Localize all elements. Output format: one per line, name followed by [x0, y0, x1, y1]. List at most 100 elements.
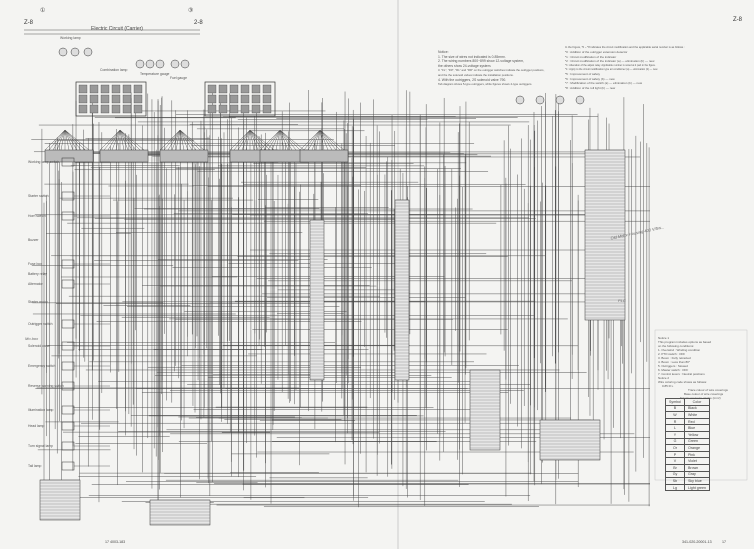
- wire-code-example: 0.85 R L: [662, 384, 674, 388]
- component-label: Combination lamp: [100, 68, 128, 72]
- harness-wire: [64, 129, 70, 151]
- harness-wire: [299, 129, 321, 151]
- notice-line: and the the solenoid valves indicate the…: [438, 72, 514, 77]
- indicator-lamp: [218, 84, 228, 94]
- harness-wire: [267, 129, 281, 151]
- color-symbol: Lg: [665, 483, 685, 492]
- harness-wire: [315, 129, 321, 151]
- harness-wire: [311, 129, 321, 151]
- harness-wire: [279, 129, 285, 151]
- harness-wire: [167, 129, 181, 151]
- harness-wire: [179, 129, 193, 151]
- indicator-lamp: [207, 94, 217, 104]
- indicator-lamp: [78, 104, 88, 114]
- component-label: Turn signal lamp: [28, 444, 53, 448]
- color-symbol: Or: [665, 444, 685, 452]
- indicator-lamp: [122, 94, 132, 104]
- switch-symbol: [61, 405, 75, 415]
- indicator-lamp: [229, 94, 239, 104]
- terminal-block: [149, 499, 211, 526]
- color-name: Sky blue: [683, 477, 710, 485]
- notice-line: 4. With the outriggers, 2S solenoid valv…: [438, 77, 507, 82]
- indicator-lamp: [218, 94, 228, 104]
- notice-line: 4. Boom : Less than 80°: [658, 360, 691, 364]
- harness-wire: [319, 129, 329, 151]
- harness-wire: [279, 129, 301, 151]
- column-header: Symbol: [665, 398, 685, 406]
- notice-line: Wire coloring code shows as follows:: [658, 380, 708, 384]
- harness-wire: [179, 129, 189, 151]
- indicator-lamp: [251, 104, 261, 114]
- gauge-symbol: [145, 59, 155, 69]
- harness-wire: [163, 129, 181, 151]
- notice-line: the others show 24-voltage system.: [438, 63, 492, 68]
- notice-left: Notice: 1. The size of wires not indicat…: [438, 50, 544, 87]
- diagram-title: Electric Circuit (Carrier): [91, 26, 143, 32]
- harness-wire: [175, 129, 181, 151]
- connector: [44, 149, 94, 163]
- gauge-symbol: [170, 59, 180, 69]
- gauge-symbol: [180, 59, 190, 69]
- harness-wire: [60, 129, 66, 151]
- notice-heading: Notice 2: [658, 376, 670, 380]
- indicator-lamp: [133, 94, 143, 104]
- indicator-lamp: [262, 94, 272, 104]
- notice-line: 1. The size of wires not indicated is 0.…: [438, 54, 506, 59]
- indicator-lamp: [78, 94, 88, 104]
- component-label: Working lamp: [60, 36, 81, 40]
- indicator-lamp: [251, 94, 261, 104]
- footer-left-code: 17 4003-183: [105, 540, 126, 544]
- harness-wire: [233, 129, 251, 151]
- component-label: Starter switch: [28, 194, 49, 198]
- switch-symbol: [61, 259, 75, 269]
- indicator-lamp: [122, 84, 132, 94]
- color-symbol: V: [665, 457, 685, 465]
- color-symbol: B: [665, 404, 685, 413]
- component-label: Fuel gauge: [170, 76, 187, 80]
- harness-wire: [179, 129, 205, 151]
- gauge-symbol: [575, 95, 585, 105]
- harness-wire: [179, 129, 185, 151]
- component-label: Horn switch: [28, 214, 46, 218]
- harness-wire: [319, 129, 341, 151]
- color-name: Light green: [683, 483, 710, 492]
- notice-line: 7. Control levers : Neutral positions: [658, 372, 705, 376]
- connector: [99, 149, 149, 163]
- harness-wire: [64, 129, 90, 151]
- circle-mark: ①: [40, 8, 46, 14]
- terminal-block: [469, 369, 501, 451]
- harness-wire: [263, 129, 281, 151]
- component-label: Battery relay: [28, 272, 48, 276]
- indicator-lamp: [100, 94, 110, 104]
- color-symbol: R: [665, 417, 685, 426]
- color-name: Black: [683, 404, 710, 413]
- indicator-lamp: [207, 84, 217, 94]
- harness-wire: [107, 129, 121, 151]
- harness-wire: [119, 129, 137, 151]
- terminal-block: [539, 419, 601, 461]
- component-label: Emergency switch: [28, 364, 56, 368]
- color-symbol: Br: [665, 463, 685, 472]
- component-label: Temperature gauge: [140, 72, 170, 76]
- notice-line: *8 : Addition of the roll light (b) — ne…: [565, 85, 616, 90]
- harness-wire: [179, 129, 197, 151]
- harness-wire: [64, 129, 82, 151]
- notice-line: *1 : Circuit modification of the indicat…: [565, 54, 617, 59]
- harness-wire: [103, 129, 121, 151]
- harness-wire: [99, 129, 121, 151]
- component-label: Tail lamp: [28, 464, 42, 468]
- gauge-symbol: [515, 95, 525, 105]
- harness-wire: [48, 129, 66, 151]
- indicator-lamp: [229, 104, 239, 114]
- component-label: Reverse warning switch: [28, 384, 64, 388]
- notice-line: Tab diagram shows 5-type outriggers, whi…: [438, 82, 533, 87]
- terminal-block: [584, 149, 626, 321]
- color-symbol: Gy: [665, 470, 685, 479]
